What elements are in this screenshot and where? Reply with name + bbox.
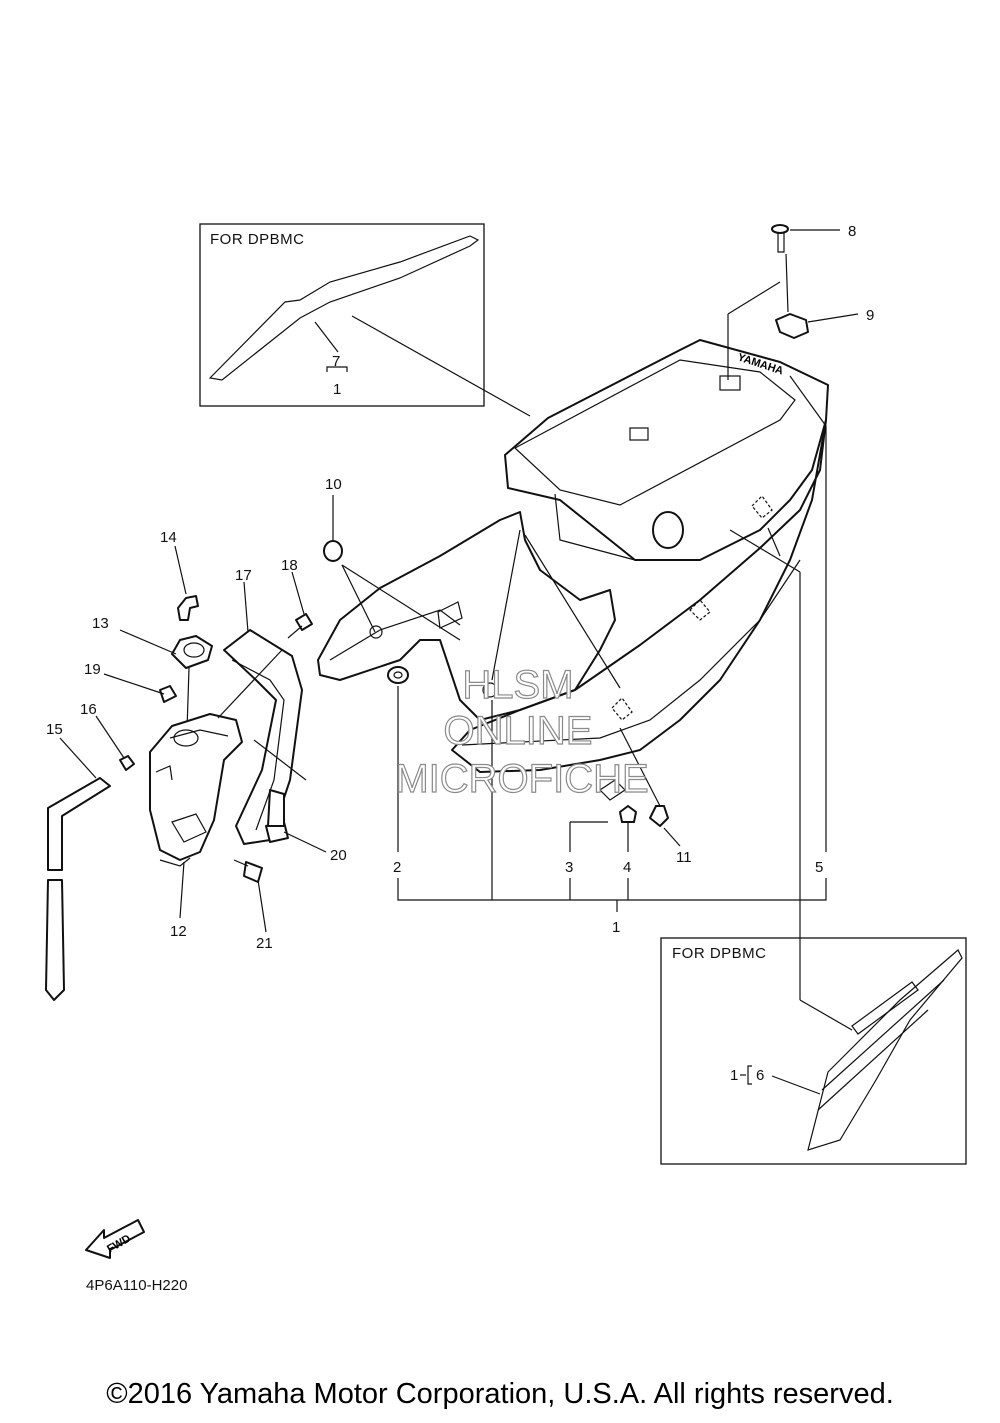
tail-decal-shape [807,949,963,1151]
hose-14 [174,545,199,621]
callout-7: 7 [332,353,340,370]
copyright-notice: ©2016 Yamaha Motor Corporation, U.S.A. A… [106,1378,894,1410]
callout-16: 16 [80,701,97,718]
rear-cowl-assembly: YAMAHA [317,339,829,801]
hose-15 [45,737,111,1001]
callout-19: 19 [84,661,101,678]
callout-1-bottom: 1 [730,1067,738,1084]
callout-9: 9 [866,307,874,324]
callout-14: 14 [160,529,177,546]
callout-18: 18 [281,557,298,574]
fwd-arrow-icon: FWD [85,1219,145,1259]
rear-cowl-body [317,511,616,721]
watermark-line-3: MICROFICHE [395,757,648,801]
grommet-2 [387,666,409,684]
part-code: 4P6A110-H220 [86,1277,187,1294]
side-decal-shape [208,235,480,381]
callout-2: 2 [393,859,401,876]
callout-13: 13 [92,615,109,632]
inset-box-top-left: FOR DPBMC 7 1 [199,223,485,407]
fastener-8 [771,224,840,253]
rivet-11 [649,805,681,847]
callout-3: 3 [565,859,573,876]
rivet-4 [619,805,637,852]
inset-label-top: FOR DPBMC [210,231,305,248]
fastener-10 [323,495,343,562]
callout-1-top: 1 [333,381,341,398]
tank-12 [149,713,243,919]
bracket-1 [397,878,827,901]
watermark: HLSM ONLINE MICROFICHE [395,662,650,801]
callout-8: 8 [848,223,856,240]
callout-6: 6 [756,1067,764,1084]
callout-20: 20 [330,847,347,864]
callout-21: 21 [256,935,273,952]
inset-label-bottom: FOR DPBMC [672,945,767,962]
guard-17 [223,581,303,845]
callout-12: 12 [170,923,187,940]
bolt-21 [233,859,267,933]
leader-line [351,315,531,417]
inset-box-bottom-right: FOR DPBMC 1 6 [660,937,967,1165]
callout-11: 11 [676,849,692,866]
nut-9 [775,313,859,339]
watermark-line-2: ONLINE [444,709,593,753]
callout-1: 1 [612,919,620,936]
clip-19 [103,673,177,703]
callout-5: 5 [815,859,823,876]
clip-16 [95,715,135,771]
bolt-18 [287,571,313,639]
strip-20 [265,789,327,853]
callout-17: 17 [235,567,252,584]
callout-4: 4 [623,859,631,876]
watermark-line-1: HLSM [462,663,573,707]
cap-13 [119,629,213,669]
callout-10: 10 [325,476,342,493]
seat-tail-upper [504,339,829,561]
rear-cowl-lower [451,419,827,773]
callout-15: 15 [46,721,63,738]
